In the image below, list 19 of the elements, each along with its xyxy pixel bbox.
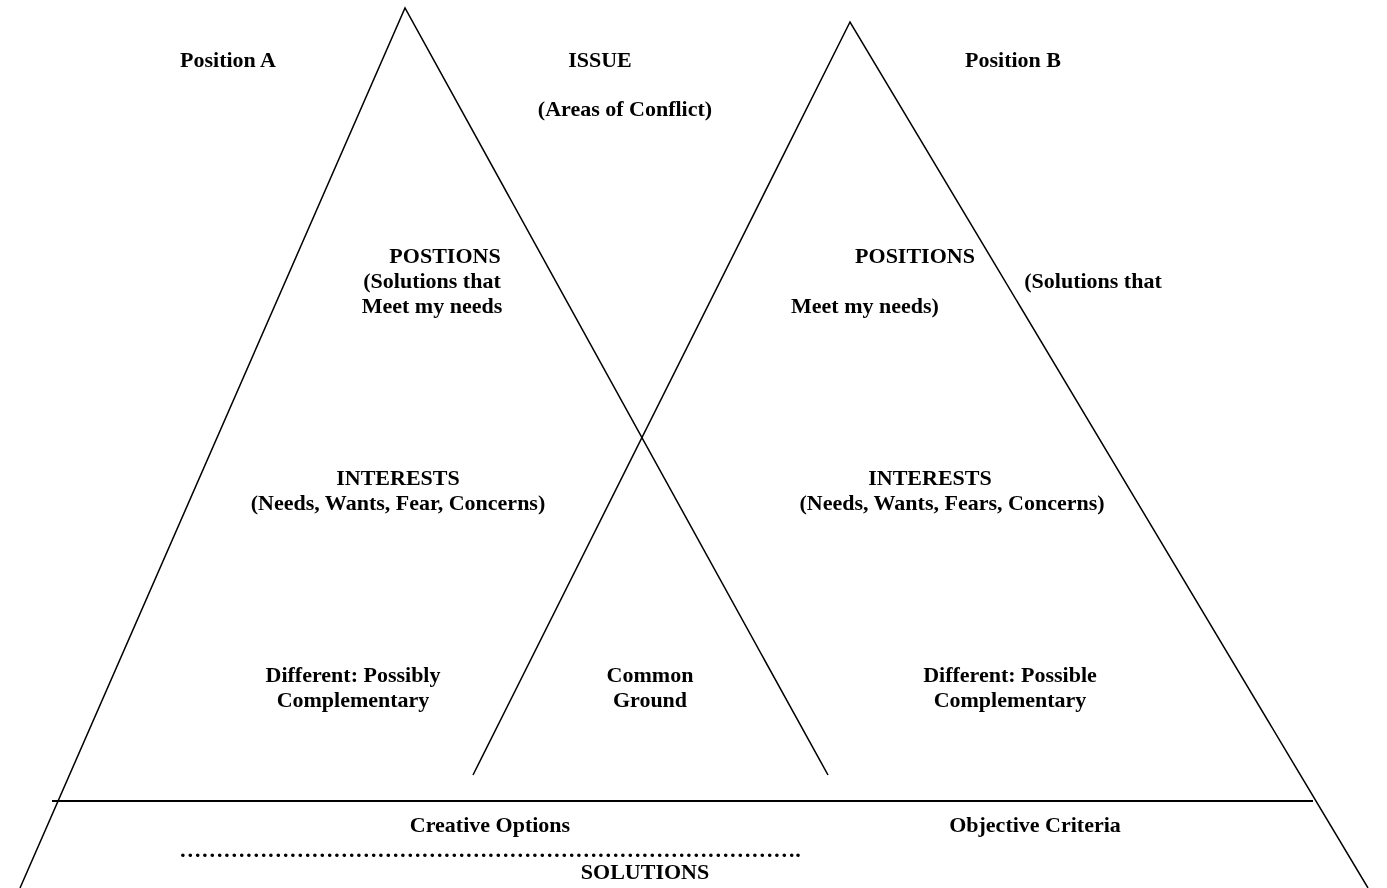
note-text: Different: Possible Complementary	[922, 662, 1098, 712]
note-text: (Needs, Wants, Fears, Concerns)	[798, 490, 1106, 515]
note-text: Objective Criteria	[948, 812, 1122, 837]
heading: ISSUE	[567, 47, 633, 72]
note-text: (Needs, Wants, Fear, Concerns)	[249, 490, 547, 515]
note-text: Creative Options ………………………………………………………………………….	[178, 812, 802, 862]
section-heading: POSTIONS	[388, 243, 502, 268]
position-label: Position A	[179, 47, 277, 72]
section-heading: POSITIONS	[854, 243, 976, 268]
note-text: Meet my needs)	[790, 293, 940, 318]
section-heading: INTERESTS	[867, 465, 993, 490]
note-text: Common Ground	[605, 662, 695, 712]
section-heading: INTERESTS	[335, 465, 461, 490]
footer-heading: SOLUTIONS	[579, 859, 711, 884]
subheading: (Areas of Conflict)	[536, 96, 714, 121]
note-text: Different: Possibly Complementary	[264, 662, 442, 712]
note-text: (Solutions that	[1023, 268, 1163, 293]
note-text: (Solutions that Meet my needs	[360, 268, 504, 318]
position-label: Position B	[964, 47, 1062, 72]
